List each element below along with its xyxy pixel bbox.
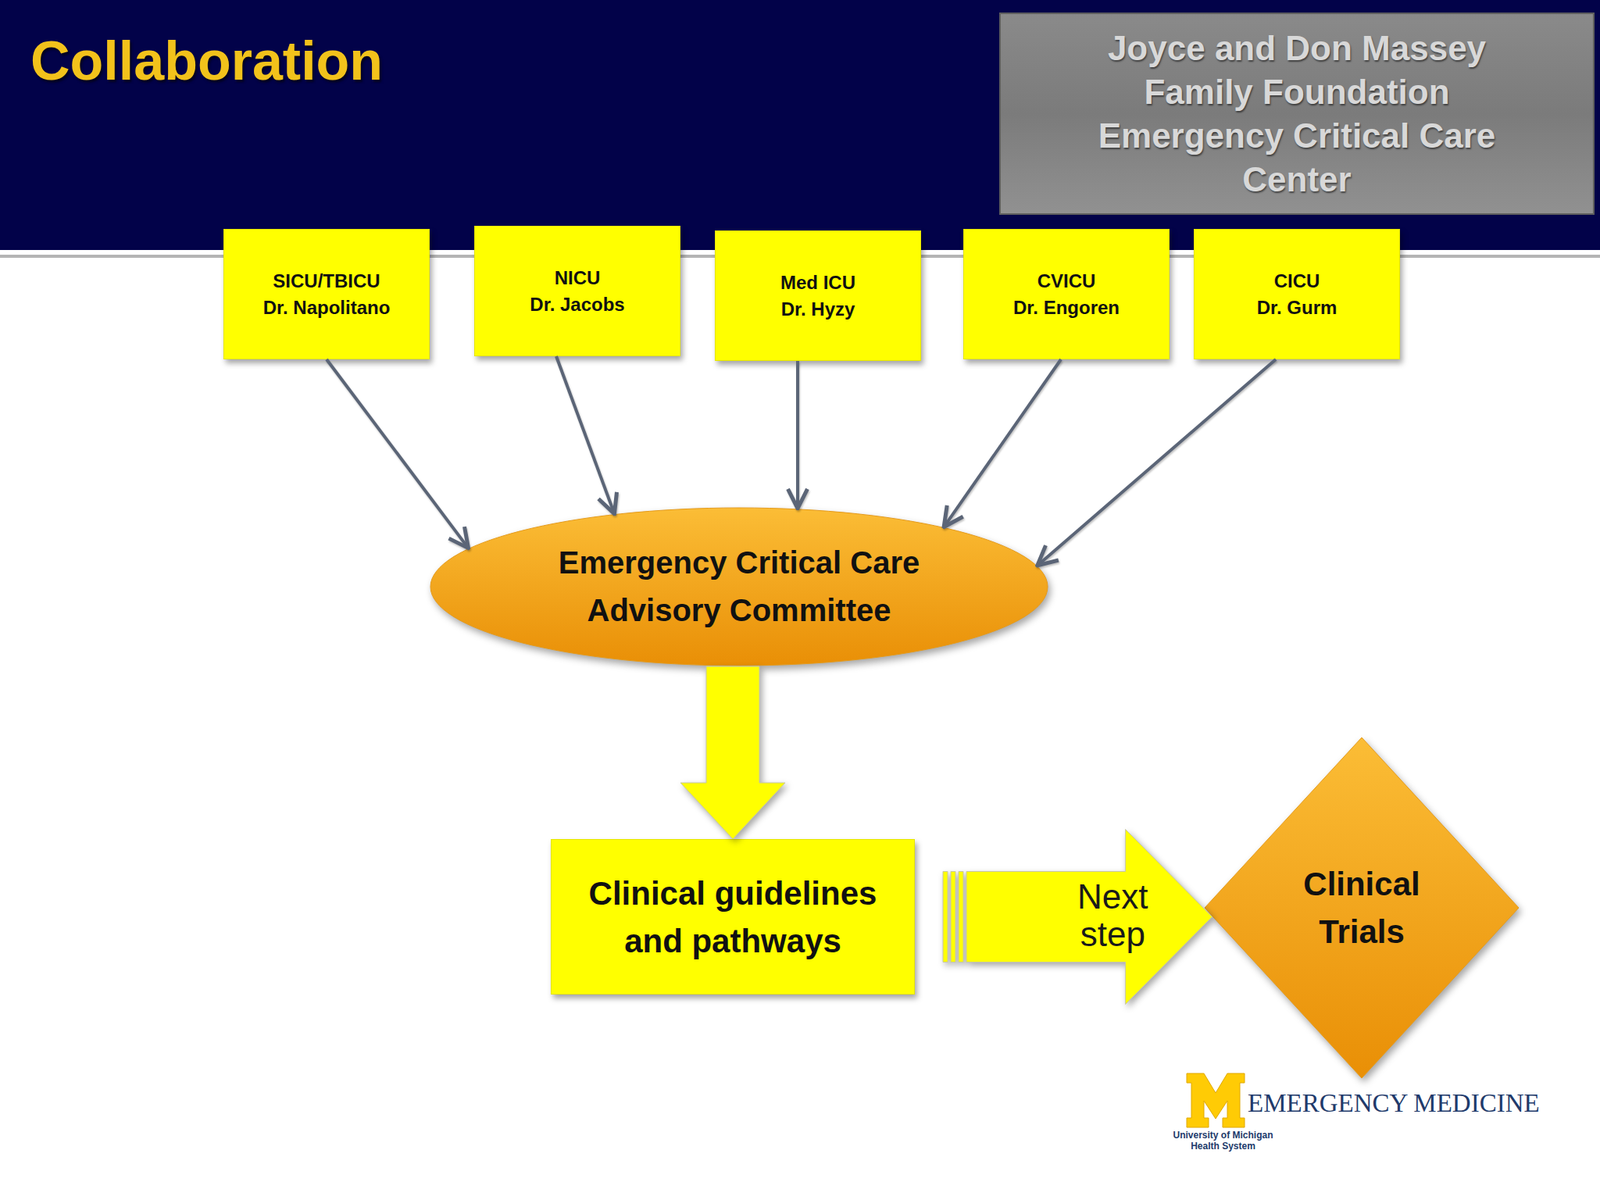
node-text-holder: CICUDr. Gurm (1194, 229, 1400, 359)
header-band (0, 0, 1600, 250)
diamond-shape (1204, 737, 1519, 1079)
node-text-holder: CVICUDr. Engoren (964, 229, 1169, 359)
decision-diamond: Clinical Trials (1203, 736, 1520, 1079)
unit-box: CICUDr. Gurm (1193, 228, 1400, 360)
health-system-name: University of Michigan Health System (1158, 1129, 1288, 1152)
unit-box: CVICUDr. Engoren (963, 228, 1170, 360)
node-title: Emergency Critical Care Advisory Committ… (555, 539, 923, 635)
ellipse-shape (430, 507, 1048, 666)
node-text-holder: Emergency Critical Care Advisory Committ… (429, 507, 1049, 667)
ellipse-outline (429, 507, 1049, 667)
node-text-holder: SICU/TBICUDr. Napolitano (224, 229, 429, 359)
node-text-holder: Clinical guidelines and pathways (551, 839, 915, 994)
unit-box: NICUDr. Jacobs (474, 225, 681, 357)
node-subtitle: Dr. Engoren (972, 294, 1161, 322)
process-box: Clinical guidelines and pathways (550, 839, 915, 995)
node-title: CVICU (972, 267, 1161, 295)
block-m-logo (1186, 1073, 1245, 1128)
node-text-holder: Clinical Trials (1203, 736, 1520, 1079)
sign-photo (1000, 13, 1594, 215)
node-subtitle: Dr. Jacobs (483, 291, 672, 318)
node-title: NICU (483, 264, 672, 292)
node-title: Med ICU (724, 269, 912, 297)
node-subtitle: Dr. Gurm (1203, 294, 1391, 322)
committee-ellipse: Emergency Critical Care Advisory Committ… (429, 507, 1049, 667)
sign-text: Joyce and Don Massey Family Foundation E… (1062, 26, 1532, 202)
node-text-holder: NICUDr. Jacobs (475, 226, 680, 356)
node-subtitle: Dr. Hyzy (724, 296, 912, 323)
connector-arrow (943, 359, 1061, 528)
connector-arrow (556, 356, 615, 515)
node-title: SICU/TBICU (232, 267, 421, 295)
diamond-outline (1203, 736, 1520, 1079)
connector-arrow (326, 359, 469, 549)
node-title: CICU (1203, 267, 1391, 295)
node-title: Clinical Trials (1260, 860, 1464, 956)
block-arrow (942, 829, 1213, 1005)
node-title: Clinical guidelines and pathways (564, 869, 901, 965)
connector-arrow (1037, 359, 1276, 566)
department-name: EMERGENCY MEDICINE (1247, 1087, 1592, 1119)
node-text-holder: Med ICUDr. Hyzy (715, 231, 921, 361)
node-subtitle: Dr. Napolitano (232, 294, 421, 322)
unit-box: Med ICUDr. Hyzy (714, 230, 922, 361)
unit-box: SICU/TBICUDr. Napolitano (223, 228, 430, 360)
block-arrow (680, 666, 786, 840)
connector-arrow (796, 360, 800, 509)
slide-title: Collaboration (30, 29, 383, 93)
edge-label: Next step (1057, 878, 1168, 954)
